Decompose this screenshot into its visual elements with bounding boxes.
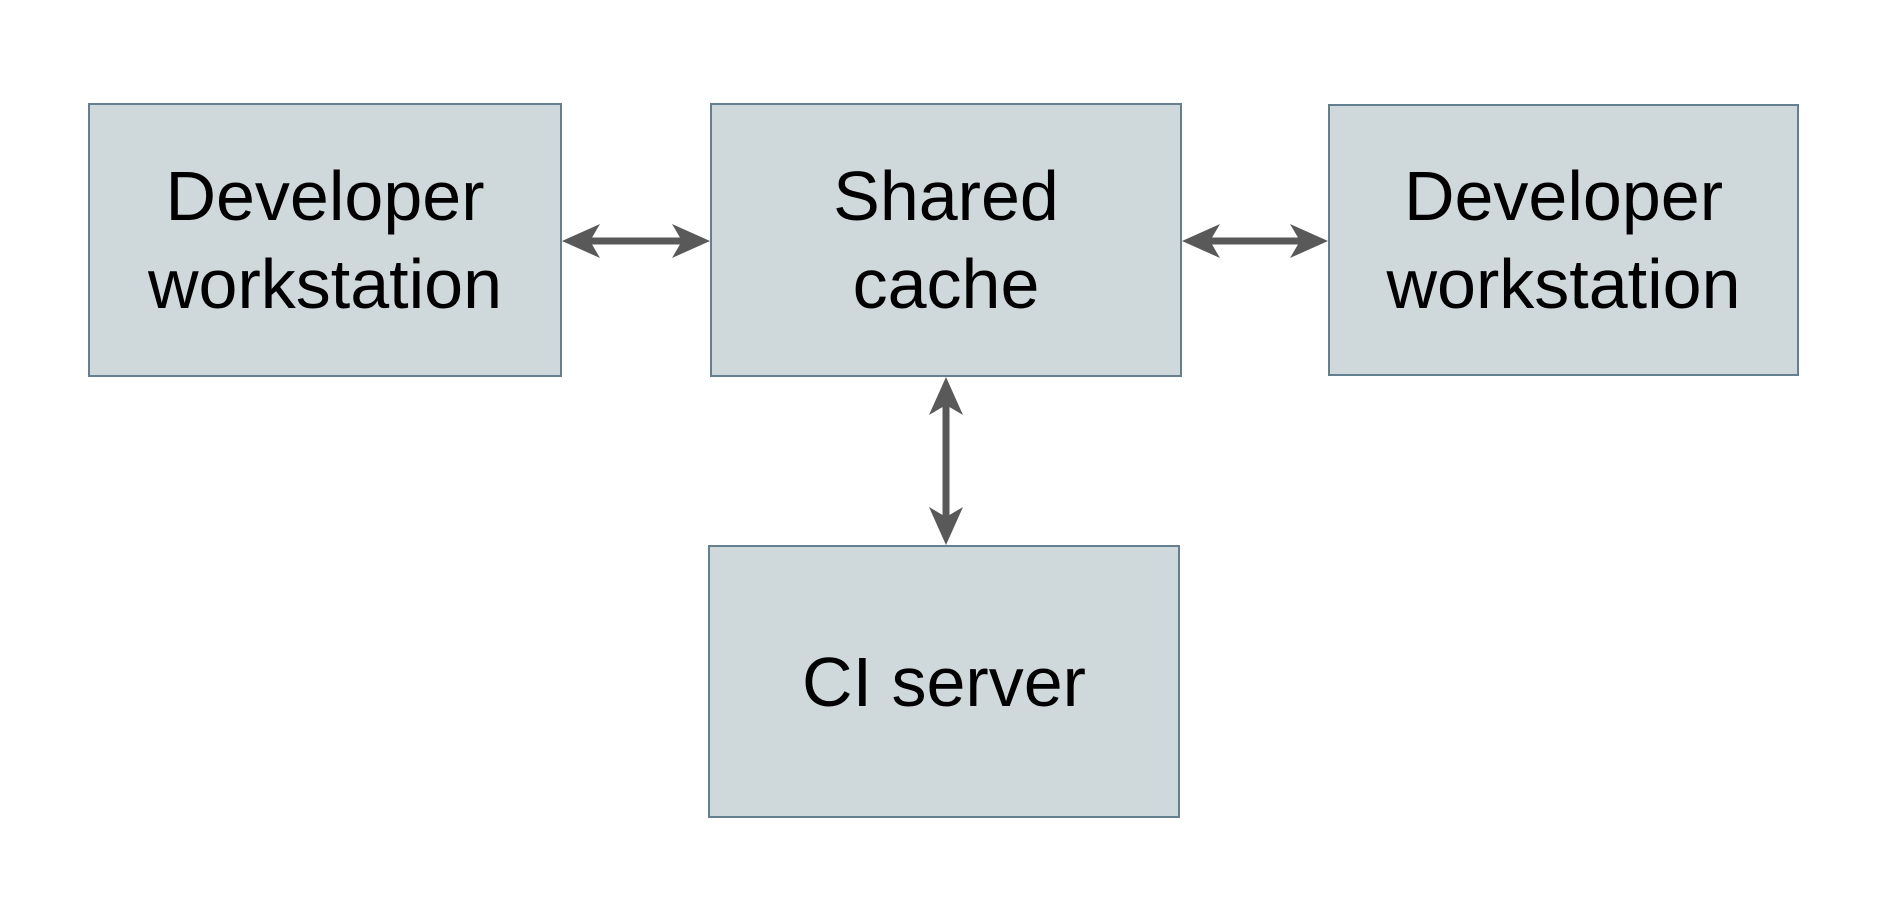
double-arrow-icon-workstation-left-to-shared-cache [562,221,710,261]
node-developer-workstation-left: Developer workstation [88,103,562,377]
double-arrow-icon-shared-cache-to-workstation-right [1182,221,1328,261]
node-ci-server: CI server [708,545,1180,818]
double-arrow-icon-shared-cache-to-ci-server [926,377,966,545]
node-label-developer-workstation-right: Developer workstation [1386,157,1741,323]
node-label-shared-cache: Shared cache [833,157,1059,323]
node-label-developer-workstation-left: Developer workstation [147,157,503,323]
node-developer-workstation-right: Developer workstation [1328,104,1799,376]
node-shared-cache: Shared cache [710,103,1182,377]
node-label-ci-server: CI server [802,642,1086,721]
